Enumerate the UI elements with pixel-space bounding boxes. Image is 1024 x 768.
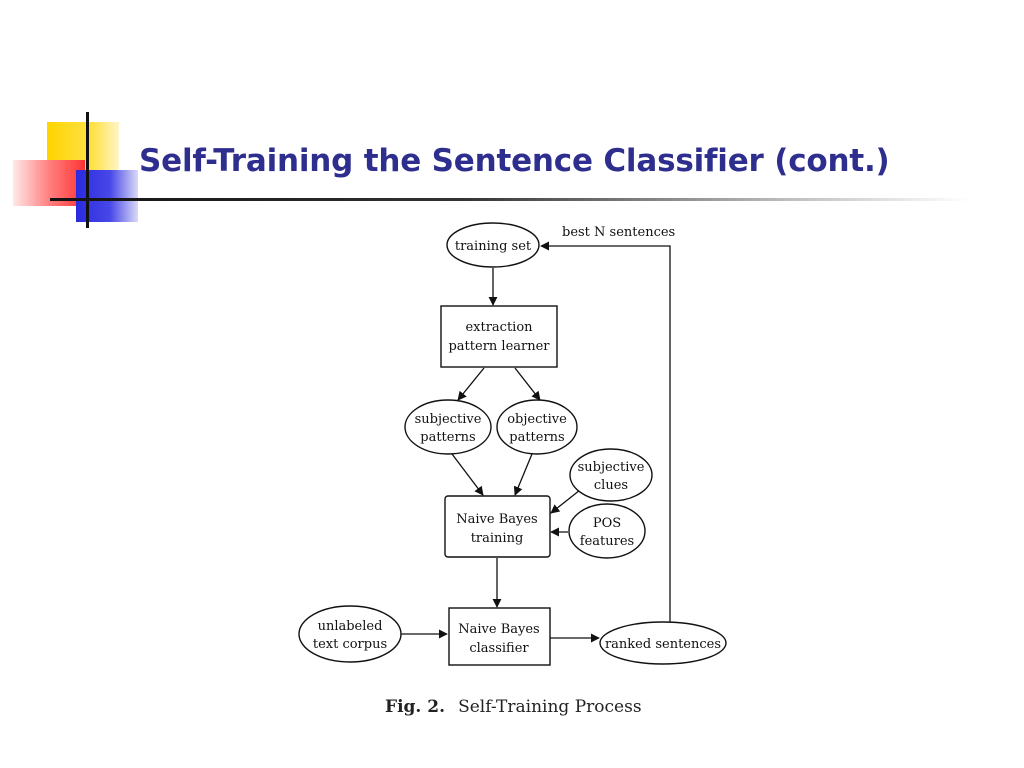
node-training-set-label: training set [455,239,532,254]
node-pattern-learner-line1: extraction [465,320,533,335]
edge-clues-to-nbtraining [550,489,581,514]
edge-subjective-to-nbtraining [451,453,484,496]
node-subjective-clues-line2: clues [594,478,628,493]
title-underline [50,198,970,201]
node-nb-training: Naive Bayes training [444,495,551,558]
figure-caption: Fig. 2. Self-Training Process [385,697,642,717]
figure-caption-text: Self-Training Process [458,697,641,717]
figure-caption-label: Fig. 2. [385,697,445,717]
edge-objective-to-nbtraining [513,453,533,496]
node-training-set: training set [446,222,540,268]
node-ranked-sentences: ranked sentences [599,621,727,665]
node-unlabeled-corpus-line1: unlabeled [318,619,383,634]
node-nb-training-line1: Naive Bayes [456,512,537,527]
node-subjective-patterns-line1: subjective [415,412,482,427]
node-unlabeled-corpus: unlabeled text corpus [298,605,402,663]
node-nb-training-line2: training [471,531,524,546]
node-subjective-clues-line1: subjective [578,460,645,475]
node-subjective-patterns: subjective patterns [404,399,492,455]
node-ranked-sentences-label: ranked sentences [605,637,721,652]
node-nb-classifier: Naive Bayes classifier [448,607,551,666]
node-objective-patterns: objective patterns [496,399,578,455]
edge-learner-to-subjective [457,367,485,401]
node-objective-patterns-line1: objective [507,412,567,427]
node-subjective-patterns-line2: patterns [420,430,475,445]
node-unlabeled-corpus-line2: text corpus [313,637,387,652]
node-pattern-learner: extraction pattern learner [440,305,558,368]
edge-learner-to-objective [514,367,541,401]
node-nb-classifier-line2: classifier [469,641,529,656]
edge-label-best-n: best N sentences [562,225,675,240]
node-pos-features-line2: features [580,534,634,549]
node-nb-classifier-line1: Naive Bayes [458,622,539,637]
node-subjective-clues: subjective clues [569,448,653,502]
slide-title: Self-Training the Sentence Classifier (c… [139,143,890,179]
node-pos-features: POS features [568,503,646,559]
decor-vertical-line [86,112,89,228]
edge-ranked-to-training [540,241,671,622]
node-pos-features-line1: POS [593,516,621,531]
node-pattern-learner-line2: pattern learner [448,339,550,354]
node-objective-patterns-line2: patterns [509,430,564,445]
